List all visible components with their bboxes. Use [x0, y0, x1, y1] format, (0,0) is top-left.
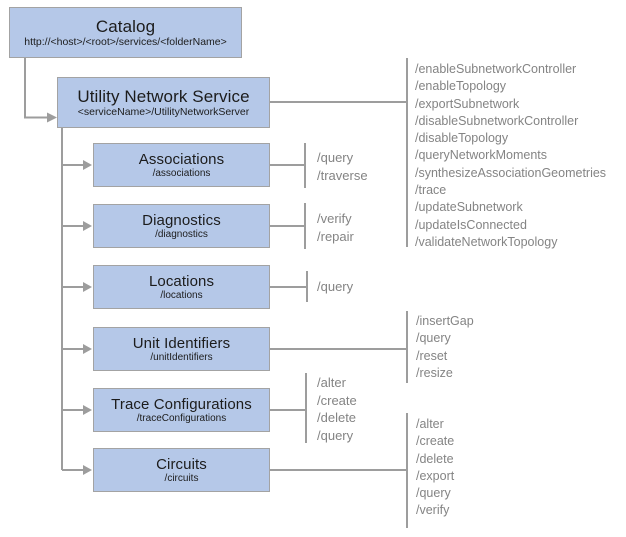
operation-label: /delete [416, 451, 454, 466]
arrowhead-diagnostics [83, 221, 92, 231]
operation-label: /create [317, 392, 357, 408]
operation-label: /query [416, 331, 451, 346]
node-uns-title: Utility Network Service [77, 86, 250, 106]
operation-label: /verify [416, 503, 450, 518]
operation-label: /resize [416, 365, 453, 380]
node-circuits-subtitle: /circuits [164, 472, 199, 484]
node-trace-configurations-subtitle: /traceConfigurations [136, 412, 227, 424]
connector-uns-ops [270, 58, 408, 247]
connector-locations-ops [270, 271, 308, 302]
node-utility-network-service: Utility Network Service <serviceName>/Ut… [57, 77, 270, 128]
arrowhead-unit-identifiers [83, 344, 92, 354]
operation-label: /query [416, 486, 451, 501]
node-trace-configurations-title: Trace Configurations [111, 395, 252, 413]
operation-label: /synthesizeAssociationGeometries [415, 165, 607, 180]
operation-label: /alter [416, 417, 444, 431]
operation-label: /query [317, 150, 354, 165]
connector-circuits-ops [270, 413, 408, 528]
connector-trace-configurations-ops [270, 373, 307, 443]
operations-list-uns: /enableSubnetworkController/enableTopolo… [415, 61, 606, 251]
operations-list-locations: /query [317, 278, 353, 296]
arrowhead-associations [83, 160, 92, 170]
operations-list-unit-identifiers: /insertGap/query/reset/resize [416, 313, 474, 382]
operation-label: /delete [317, 410, 357, 426]
operation-label: /validateNetworkTopology [415, 234, 558, 249]
operation-label: /updateIsConnected [415, 217, 527, 232]
node-unit-identifiers-title: Unit Identifiers [132, 334, 231, 352]
operation-label: /trace [415, 183, 447, 198]
node-uns-subtitle: <serviceName>/UtilityNetworkServer [77, 105, 250, 118]
operation-label: /disableTopology [415, 131, 509, 146]
operations-list-circuits: /alter/create/delete/export/query/verify [416, 416, 454, 520]
operation-label: /updateSubnetwork [415, 200, 523, 215]
operation-label: /create [416, 434, 455, 449]
node-associations: Associations /associations [93, 143, 270, 187]
node-locations-subtitle: /locations [160, 289, 203, 301]
arrowhead-locations [83, 282, 92, 292]
node-unit-identifiers-subtitle: /unitIdentifiers [150, 351, 213, 363]
node-diagnostics-title: Diagnostics [142, 211, 221, 229]
arrowhead-circuits [83, 465, 92, 475]
arrowhead-uns [47, 112, 57, 123]
node-circuits-title: Circuits [156, 455, 207, 473]
operation-label: /verify [317, 211, 352, 226]
operations-list-trace-configurations: /alter/create/delete/query [317, 374, 357, 444]
operations-list-diagnostics: /verify/repair [317, 210, 354, 245]
operation-label: /query [317, 427, 354, 443]
connector-catalog-to-uns [24, 58, 48, 119]
connector-unit-identifiers-ops [270, 311, 408, 383]
node-diagnostics: Diagnostics /diagnostics [93, 204, 270, 248]
operation-label: /exportSubnetwork [415, 96, 520, 111]
operation-label: /export [416, 468, 455, 483]
node-locations-title: Locations [148, 272, 215, 290]
operation-label: /queryNetworkMoments [415, 148, 547, 163]
node-diagnostics-subtitle: /diagnostics [155, 228, 208, 240]
connector-associations-ops [270, 143, 306, 188]
node-associations-title: Associations [138, 150, 225, 168]
node-catalog-title: Catalog [95, 16, 156, 36]
node-catalog: Catalog http://<host>/<root>/services/<f… [9, 7, 242, 58]
operation-label: /reset [416, 348, 448, 363]
node-catalog-subtitle: http://<host>/<root>/services/<folderNam… [24, 35, 227, 48]
operation-label: /repair [317, 228, 354, 244]
operation-label: /insertGap [416, 314, 474, 328]
node-locations: Locations /locations [93, 265, 270, 309]
operations-list-associations: /query/traverse [317, 149, 368, 184]
node-associations-subtitle: /associations [152, 167, 211, 179]
operation-label: /disableSubnetworkController [415, 113, 579, 128]
operation-label: /query [317, 279, 354, 294]
arrowhead-trace-configurations [83, 405, 92, 415]
node-circuits: Circuits /circuits [93, 448, 270, 492]
node-unit-identifiers: Unit Identifiers /unitIdentifiers [93, 327, 270, 371]
operation-label: /alter [317, 375, 346, 390]
operation-label: /enableTopology [415, 79, 507, 94]
node-trace-configurations: Trace Configurations /traceConfiguration… [93, 388, 270, 432]
operation-label: /enableSubnetworkController [415, 62, 577, 76]
connector-diagnostics-ops [270, 203, 306, 249]
operation-label: /traverse [317, 167, 368, 183]
